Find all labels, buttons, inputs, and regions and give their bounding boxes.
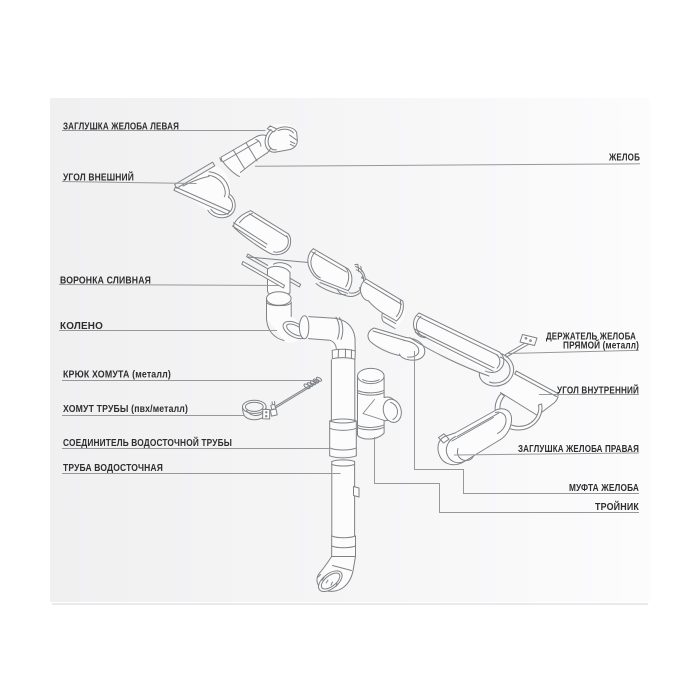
svg-text:ЗАГЛУШКА ЖЕЛОБА ПРАВАЯ: ЗАГЛУШКА ЖЕЛОБА ПРАВАЯ (518, 443, 639, 455)
svg-text:КОЛЕНО: КОЛЕНО (60, 320, 103, 332)
svg-text:ХОМУТ ТРУБЫ (пвх/металл): ХОМУТ ТРУБЫ (пвх/металл) (63, 403, 188, 415)
svg-text:ДЕРЖАТЕЛЬ ЖЕЛОБА: ДЕРЖАТЕЛЬ ЖЕЛОБА (546, 331, 636, 343)
svg-text:ЖЕЛОБ: ЖЕЛОБ (608, 152, 640, 164)
svg-text:КРЮК ХОМУТА (металл): КРЮК ХОМУТА (металл) (63, 369, 171, 381)
svg-text:УГОЛ ВНУТРЕННИЙ: УГОЛ ВНУТРЕННИЙ (557, 383, 639, 396)
svg-text:УГОЛ ВНЕШНИЙ: УГОЛ ВНЕШНИЙ (63, 171, 134, 184)
svg-text:МУФТА ЖЕЛОБА: МУФТА ЖЕЛОБА (569, 482, 639, 494)
svg-text:ЗАГЛУШКА ЖЕЛОБА ЛЕВАЯ: ЗАГЛУШКА ЖЕЛОБА ЛЕВАЯ (63, 121, 179, 133)
svg-text:ТРУБА ВОДОСТОЧНАЯ: ТРУБА ВОДОСТОЧНАЯ (63, 462, 163, 474)
svg-text:ТРОЙНИК: ТРОЙНИК (595, 500, 639, 513)
svg-text:СОЕДИНИТЕЛЬ ВОДОСТОЧНОЙ ТРУБЫ: СОЕДИНИТЕЛЬ ВОДОСТОЧНОЙ ТРУБЫ (63, 436, 232, 449)
svg-text:ПРЯМОЙ (металл): ПРЯМОЙ (металл) (563, 339, 639, 352)
svg-text:ВОРОНКА СЛИВНАЯ: ВОРОНКА СЛИВНАЯ (60, 275, 151, 287)
